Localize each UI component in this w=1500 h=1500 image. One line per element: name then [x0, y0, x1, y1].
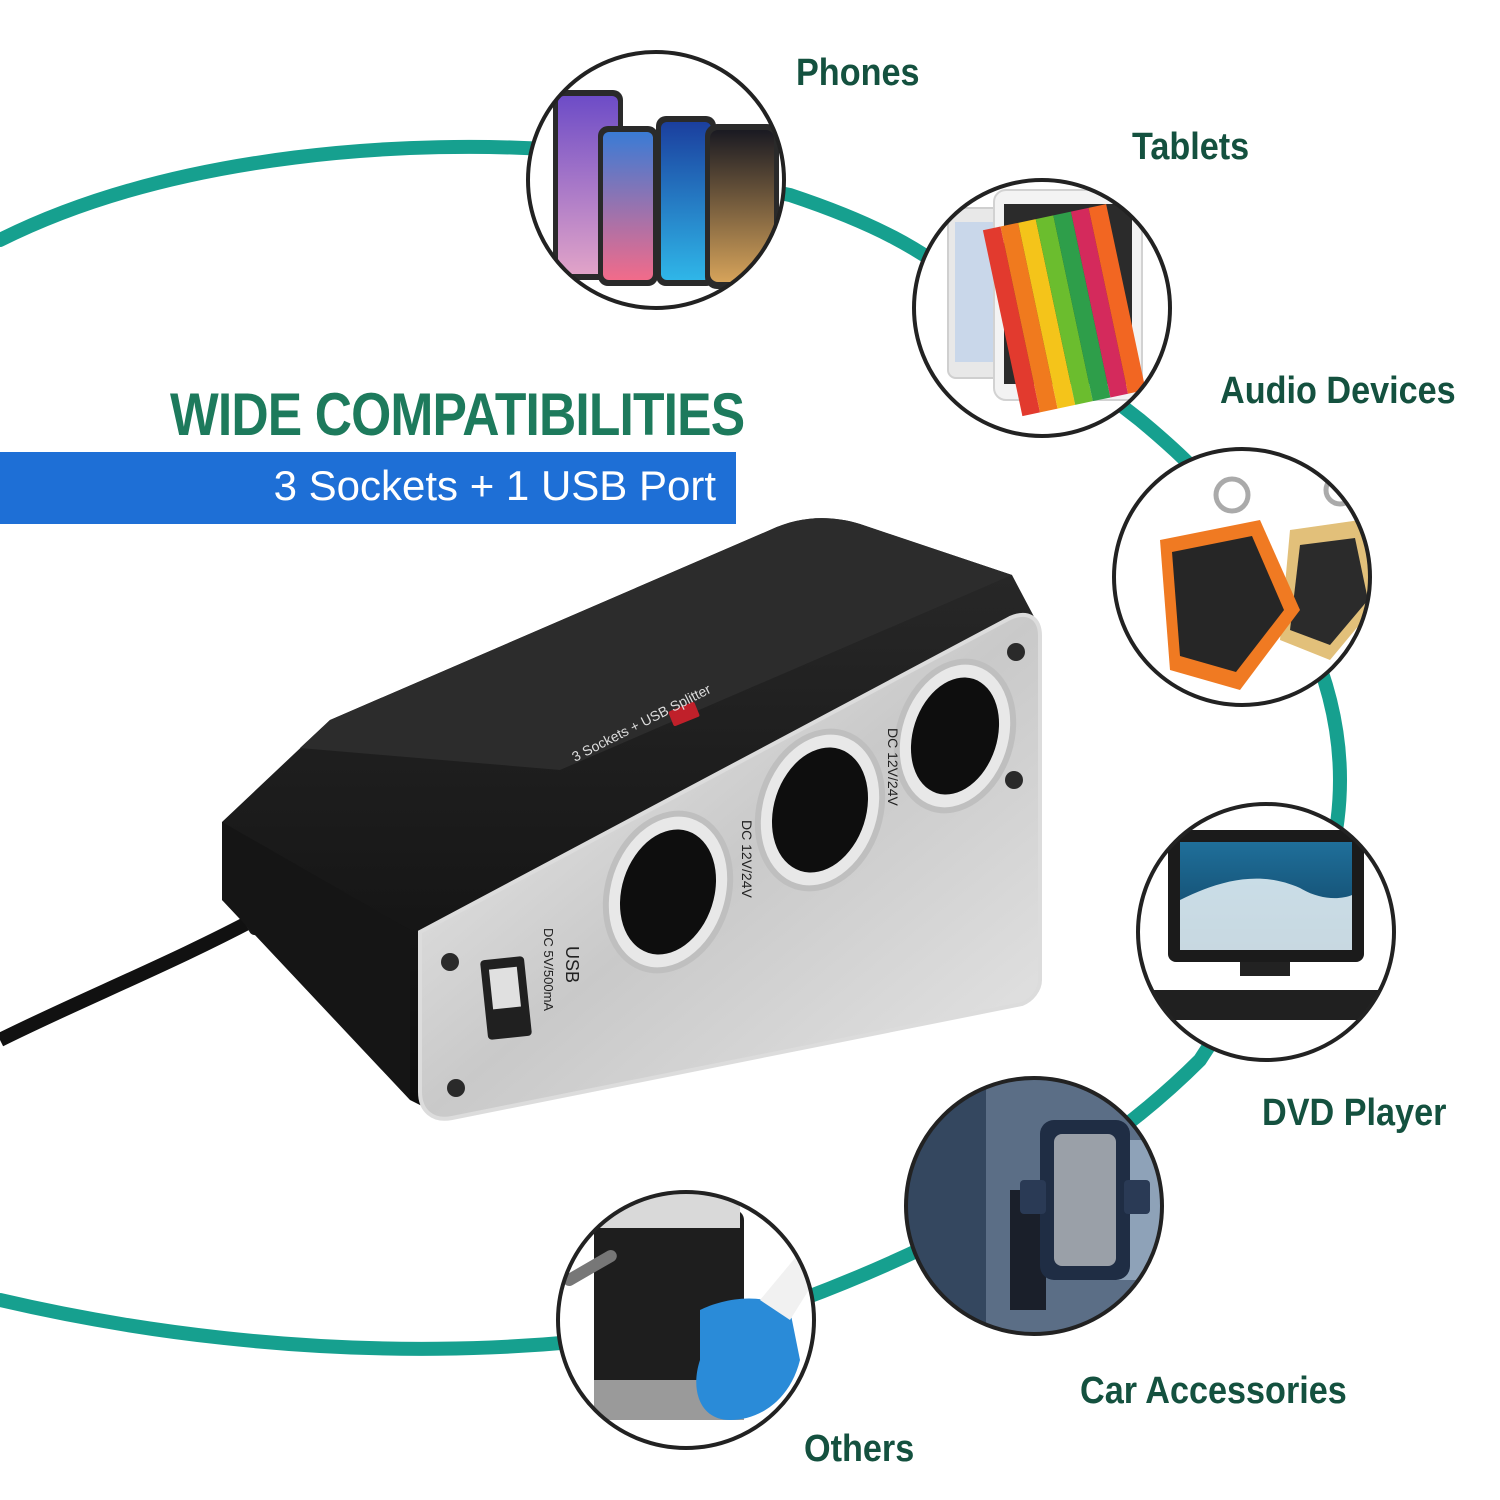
product-image: 3 Sockets + USB Splitter DC 12V/24V DC 1…	[0, 518, 1042, 1121]
socket-label-3: DC 12V/24V	[885, 728, 901, 806]
label-others: Others	[804, 1428, 915, 1470]
subheadline-banner: 3 Sockets + 1 USB Port	[0, 452, 736, 524]
label-car-accessories: Car Accessories	[1080, 1370, 1347, 1412]
socket-2	[754, 728, 886, 892]
socket-1	[602, 810, 734, 974]
others-circle	[556, 1190, 816, 1450]
tablets-circle	[912, 178, 1172, 438]
dvd-player-circle	[1136, 802, 1396, 1062]
usb-label: USB	[562, 946, 582, 983]
label-phones: Phones	[796, 52, 920, 94]
socket-label-2: DC 12V/24V	[739, 820, 755, 898]
label-dvd-player: DVD Player	[1262, 1092, 1447, 1134]
car-accessories-circle	[904, 1076, 1164, 1336]
label-audio-devices: Audio Devices	[1220, 370, 1456, 412]
audio-devices-circle	[1112, 447, 1372, 707]
label-tablets: Tablets	[1132, 126, 1250, 168]
power-cable	[0, 905, 272, 1047]
usb-port	[480, 956, 532, 1040]
subheadline: 3 Sockets + 1 USB Port	[273, 462, 716, 509]
headline: WIDE COMPATIBILITIES	[170, 381, 745, 448]
phones-circle	[526, 50, 786, 310]
usb-rating-label: DC 5V/500mA	[541, 928, 556, 1011]
power-indicator	[668, 701, 700, 727]
socket-3	[893, 658, 1017, 814]
